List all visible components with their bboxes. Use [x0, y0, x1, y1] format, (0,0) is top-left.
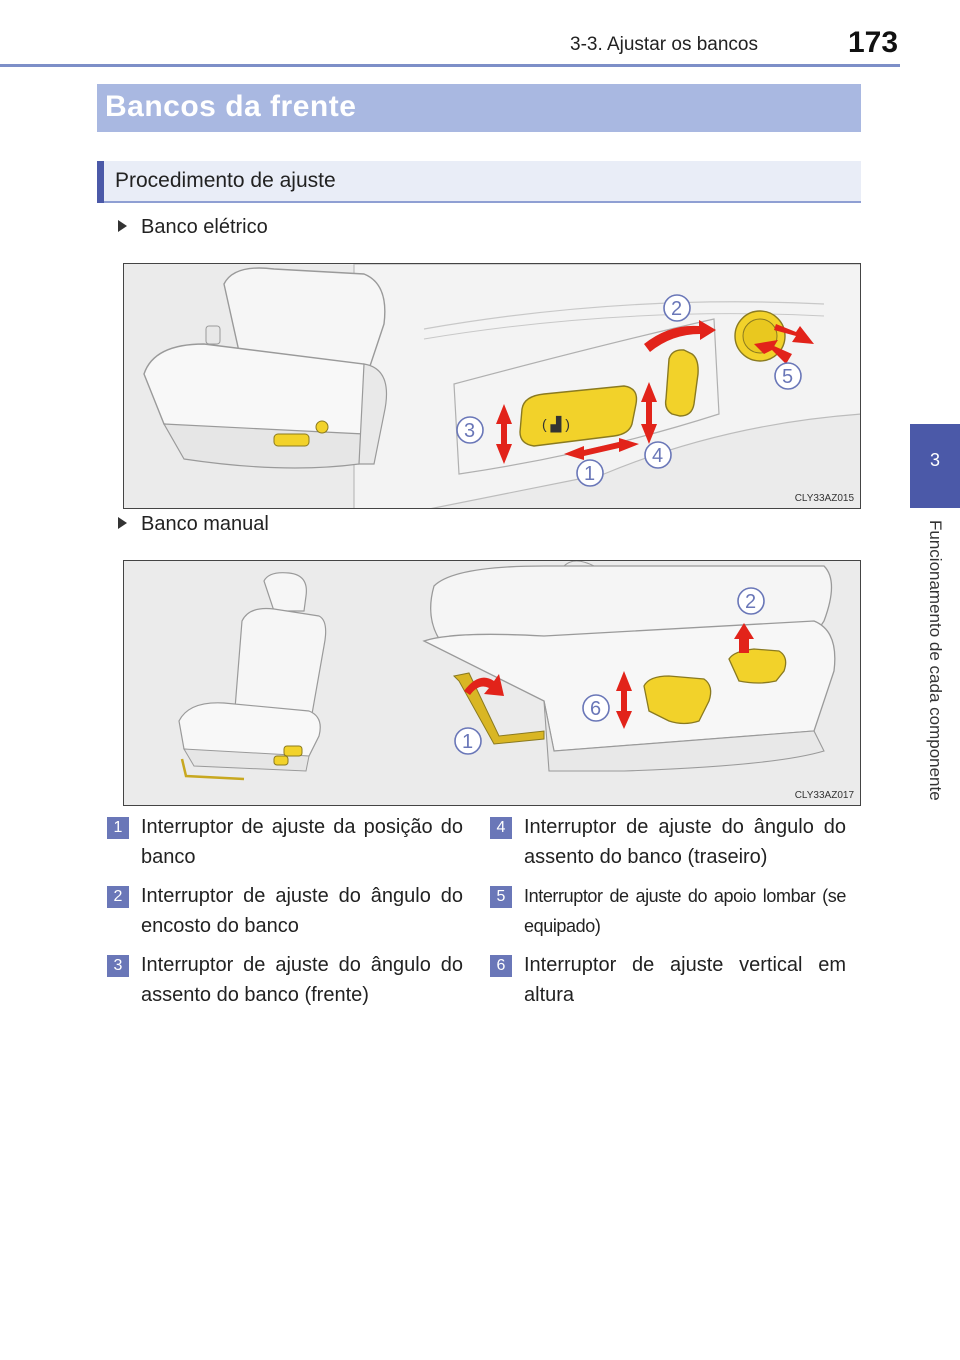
chapter-label: Funcionamento de cada componente	[926, 520, 945, 801]
legend-text: Interruptor de ajuste vertical em altura	[524, 954, 846, 1006]
svg-text:6: 6	[590, 698, 601, 720]
svg-text:1: 1	[462, 731, 473, 753]
legend-text: Interruptor de ajuste do apoio lombar (s…	[524, 886, 846, 936]
svg-text:4: 4	[652, 445, 663, 467]
triangle-bullet-icon	[118, 219, 127, 232]
svg-text:( ▟ ): ( ▟ )	[542, 415, 570, 433]
legend-number: 2	[107, 886, 129, 908]
legend-text: Interruptor de ajuste do ângulo do assen…	[524, 816, 846, 868]
callout-1: 1	[454, 727, 482, 755]
svg-text:2: 2	[745, 591, 756, 613]
svg-text:1: 1	[584, 463, 595, 485]
callout-2: 2	[663, 294, 691, 322]
legend-text: Interruptor de ajuste do ângulo do encos…	[141, 885, 463, 937]
power-seat-illustration: ( ▟ ) 1 2 3 4 5	[124, 264, 860, 508]
section-banner: Bancos da frente	[97, 84, 861, 132]
bullet-label: Banco elétrico	[141, 216, 268, 238]
page-number: 173	[848, 26, 899, 59]
callout-3: 3	[456, 416, 484, 444]
svg-text:2: 2	[671, 298, 682, 320]
legend-text: Interruptor de ajuste do ângulo do assen…	[141, 954, 463, 1006]
subsection-title: Procedimento de ajuste	[115, 169, 336, 192]
svg-text:3: 3	[464, 420, 475, 442]
legend-number: 6	[490, 955, 512, 977]
section-title: Bancos da frente	[105, 90, 357, 123]
chapter-title: 3-3. Ajustar os bancos	[570, 34, 758, 55]
legend-number: 4	[490, 817, 512, 839]
callout-5: 5	[774, 362, 802, 390]
bullet-label: Banco manual	[141, 513, 269, 535]
bullet-manual-seat: Banco manual	[118, 513, 269, 536]
legend-number: 1	[107, 817, 129, 839]
callout-6: 6	[582, 694, 610, 722]
legend-number: 3	[107, 955, 129, 977]
callout-1: 1	[576, 459, 604, 487]
chapter-number: 3	[929, 450, 940, 470]
figure-power-seat: ( ▟ ) 1 2 3 4 5 CLY33AZ015	[123, 263, 861, 509]
svg-text:5: 5	[782, 366, 793, 388]
bullet-power-seat: Banco elétrico	[118, 216, 268, 239]
legend-text: Interruptor de ajuste da posição do banc…	[141, 816, 463, 868]
figure-code: CLY33AZ017	[794, 790, 854, 801]
manual-seat-illustration: 1 2 6	[124, 561, 860, 805]
subsection-header: Procedimento de ajuste	[97, 161, 861, 203]
callout-2: 2	[737, 587, 765, 615]
triangle-bullet-icon	[118, 516, 127, 529]
callout-4: 4	[644, 441, 672, 469]
chapter-tab[interactable]: 3	[910, 424, 960, 508]
figure-code: CLY33AZ015	[794, 493, 854, 504]
header-divider	[0, 64, 900, 67]
figure-manual-seat: 1 2 6 CLY33AZ017	[123, 560, 861, 806]
legend-number: 5	[490, 886, 512, 908]
